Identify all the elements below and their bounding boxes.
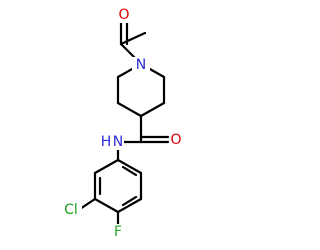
bond-ar6-ar1	[93, 158, 120, 175]
fluorine-label: F	[114, 224, 122, 240]
amide-hydrogen-label: H	[101, 134, 112, 150]
bond-c3-c4	[116, 101, 143, 118]
amide-nitrogen-label: N	[113, 134, 123, 150]
bond-acetyl-methyl	[119, 31, 147, 46]
atom-labels: N O O H N Cl F	[60, 7, 185, 240]
bond-c4-c5	[139, 101, 166, 118]
phenyl-ring	[93, 158, 143, 214]
bond-ar5-cl	[78, 197, 97, 211]
bond-ar1-ar2	[116, 158, 143, 175]
carboxamide-group	[116, 114, 170, 144]
bond-ar3-ar4	[116, 197, 143, 214]
aromatic-inner-1	[121, 165, 138, 177]
aromatic-inner-2	[121, 195, 138, 207]
acetyl-oxygen-label: O	[118, 7, 129, 23]
bond-ar4-ar5	[93, 197, 120, 214]
chemical-structure-diagram: N O O H N Cl F	[60, 7, 185, 240]
ring-nitrogen-label: N	[136, 57, 146, 73]
chlorine-label: Cl	[64, 202, 78, 218]
amide-oxygen-label: O	[170, 132, 181, 148]
